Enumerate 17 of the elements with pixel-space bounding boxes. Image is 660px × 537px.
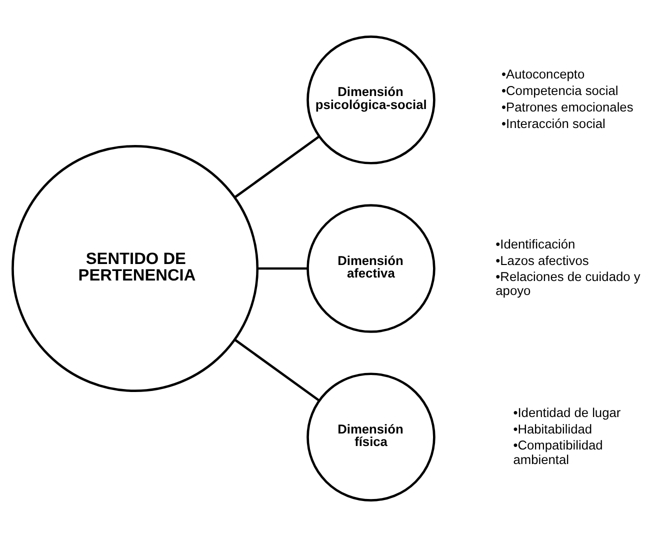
- node-label: •Compatibilidad ambiental: [513, 438, 603, 467]
- node-label: •Relaciones de cuidado y apoyo: [496, 269, 640, 298]
- node-label: •Identificación: [496, 236, 576, 252]
- node-label: •Identidad de lugar: [513, 404, 621, 420]
- node-circle: Dimensión afectiva: [306, 204, 436, 333]
- node-label: •Patrones emocionales: [502, 99, 634, 114]
- node-label: •Competencia social: [502, 82, 618, 98]
- node-circle: Dimensión física: [306, 372, 436, 502]
- node-circle: Dimensión psicológica-social: [306, 36, 436, 164]
- node-circle: SENTIDO DE PERTENENCIA: [12, 144, 259, 392]
- node-label: •Autoconcepto: [502, 66, 585, 82]
- node-label: •Interacción social: [502, 116, 606, 131]
- node-label: •Lazos afectivos: [496, 252, 589, 268]
- node-label: •Habitabilidad: [513, 421, 592, 436]
- connector: [257, 267, 308, 270]
- connector: [234, 136, 320, 198]
- connector: [234, 338, 320, 402]
